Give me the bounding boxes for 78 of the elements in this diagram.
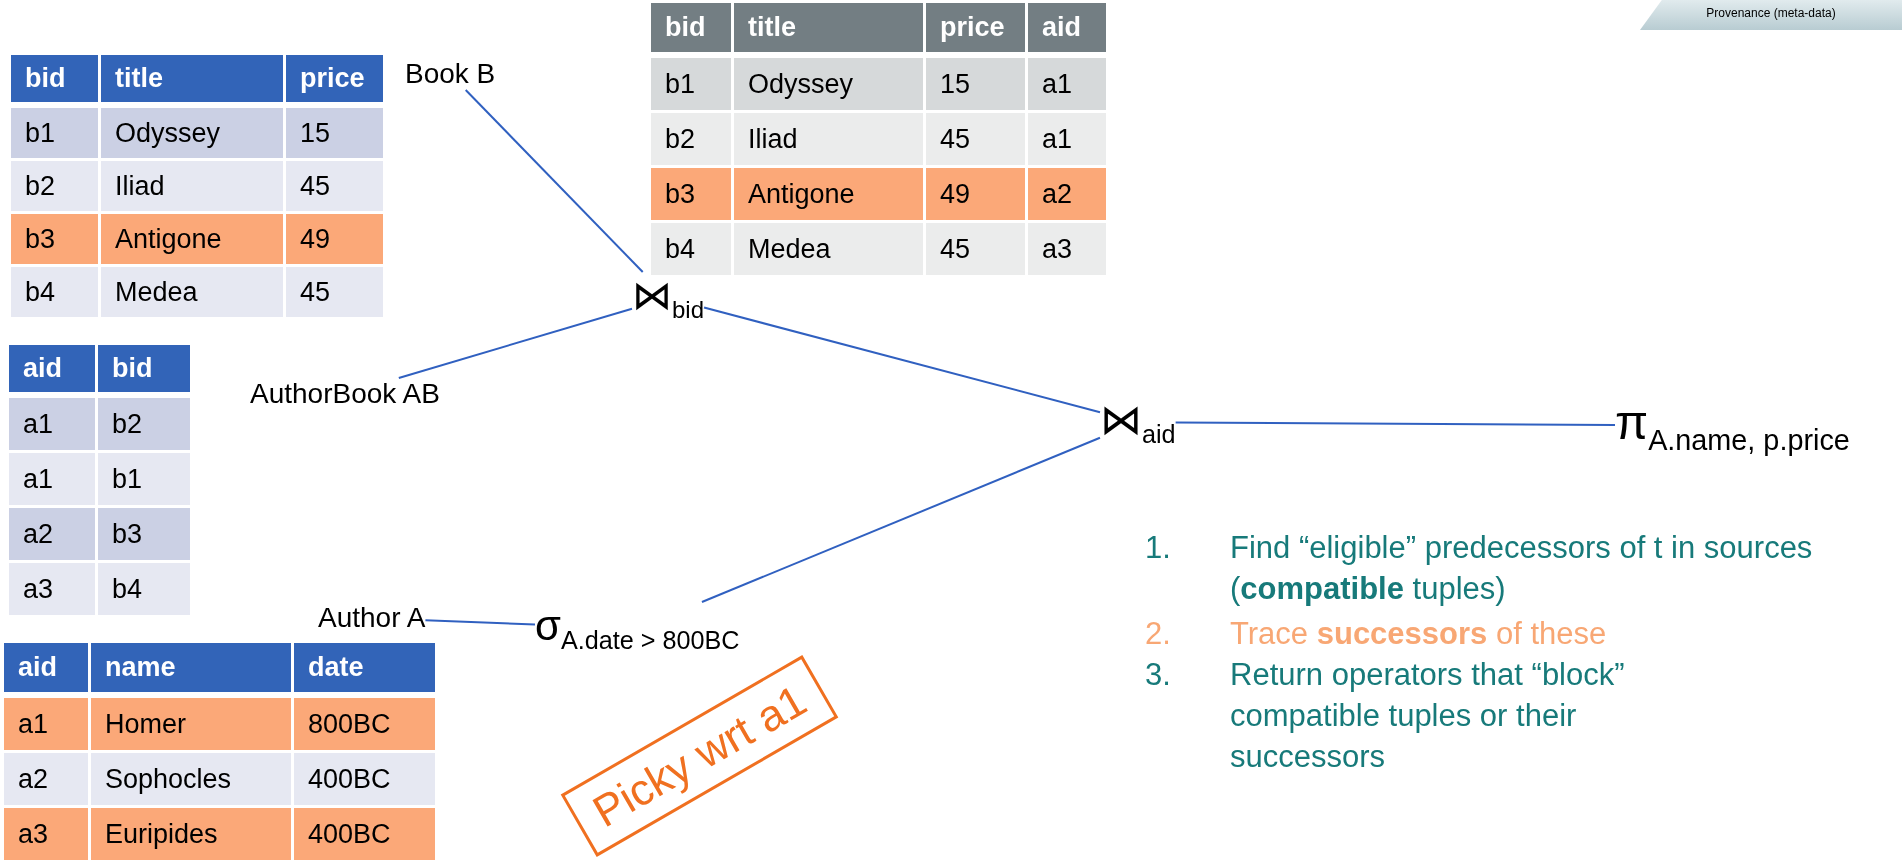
column-header: price	[286, 55, 383, 102]
list-item-text: Find “eligible” predecessors of t in sources (compatible tuples)	[1230, 529, 1814, 608]
connector-line	[397, 307, 633, 379]
table-cell: b3	[98, 508, 190, 560]
table-cell: a3	[9, 563, 95, 615]
relation-label: AuthorBook AB	[250, 378, 440, 410]
table-cell: Sophocles	[91, 753, 291, 805]
list-number: 2.	[1145, 615, 1172, 653]
table-cell: 49	[926, 168, 1025, 220]
table-cell: b1	[651, 58, 731, 110]
table-cell: b2	[651, 113, 731, 165]
banner-shape: Provenance (meta-data)	[1640, 0, 1902, 30]
table-cell: Odyssey	[734, 58, 923, 110]
table-cell: a3	[1028, 223, 1106, 275]
column-header: title	[101, 55, 283, 102]
table-cell: b1	[11, 108, 98, 158]
table-cell: Antigone	[101, 214, 283, 264]
table-cell: 45	[286, 267, 383, 317]
column-header: aid	[1028, 3, 1106, 52]
table-cell: b4	[11, 267, 98, 317]
table-cell: a1	[4, 698, 88, 750]
column-header: aid	[9, 345, 95, 392]
join-operator: ⋈$_{aid}$	[1100, 395, 1176, 450]
table-cell: b4	[98, 563, 190, 615]
table-cell: b2	[11, 161, 98, 211]
table-cell: a1	[9, 398, 95, 450]
join-operator: ⋈$_{bid}$	[632, 272, 705, 324]
table-cell: Odyssey	[101, 108, 283, 158]
table-cell: b2	[98, 398, 190, 450]
table-cell: a1	[9, 453, 95, 505]
table-cell: 400BC	[294, 753, 435, 805]
selection-operator: σ$_{A.date > 800BC}$	[535, 602, 740, 656]
connector-line	[464, 89, 644, 273]
table-cell: 45	[286, 161, 383, 211]
column-header: bid	[98, 345, 190, 392]
connector-line	[1174, 421, 1616, 427]
table-cell: b3	[11, 214, 98, 264]
column-header: price	[926, 3, 1025, 52]
table-cell: a2	[4, 753, 88, 805]
column-header: bid	[11, 55, 98, 102]
table-cell: Antigone	[734, 168, 923, 220]
column-header: bid	[651, 3, 731, 52]
connector-line	[424, 619, 536, 626]
connector-line	[703, 306, 1101, 414]
table-cell: Iliad	[734, 113, 923, 165]
table-cell: Homer	[91, 698, 291, 750]
table-cell: b4	[651, 223, 731, 275]
table-cell: a3	[4, 808, 88, 860]
projection-operator: π$_{A.name, p.price}$	[1615, 395, 1850, 457]
table-cell: Euripides	[91, 808, 291, 860]
column-header: name	[91, 643, 291, 692]
relation-label: Author A	[318, 602, 426, 634]
list-item-text: Return operators that “block” compatible tuples or their successors	[1230, 656, 1626, 776]
table-cell: 400BC	[294, 808, 435, 860]
column-header: title	[734, 3, 923, 52]
stamp: Picky wrt a1	[560, 655, 839, 857]
table-cell: b3	[651, 168, 731, 220]
table-cell: 45	[926, 113, 1025, 165]
table-cell: Medea	[101, 267, 283, 317]
table-cell: Medea	[734, 223, 923, 275]
table-cell: a2	[9, 508, 95, 560]
table-cell: a1	[1028, 113, 1106, 165]
table-cell: a2	[1028, 168, 1106, 220]
table-cell: a1	[1028, 58, 1106, 110]
column-header: date	[294, 643, 435, 692]
connector-line	[700, 436, 1101, 603]
table-cell: 15	[926, 58, 1025, 110]
table-cell: 49	[286, 214, 383, 264]
table-cell: 15	[286, 108, 383, 158]
list-number: 1.	[1145, 529, 1172, 567]
list-item-text: Trace successors of these	[1230, 615, 1608, 653]
table-cell: b1	[98, 453, 190, 505]
table-cell: 45	[926, 223, 1025, 275]
table-cell: 800BC	[294, 698, 435, 750]
relation-label: Book B	[405, 58, 496, 90]
column-header: aid	[4, 643, 88, 692]
list-number: 3.	[1145, 656, 1172, 694]
table-cell: Iliad	[101, 161, 283, 211]
